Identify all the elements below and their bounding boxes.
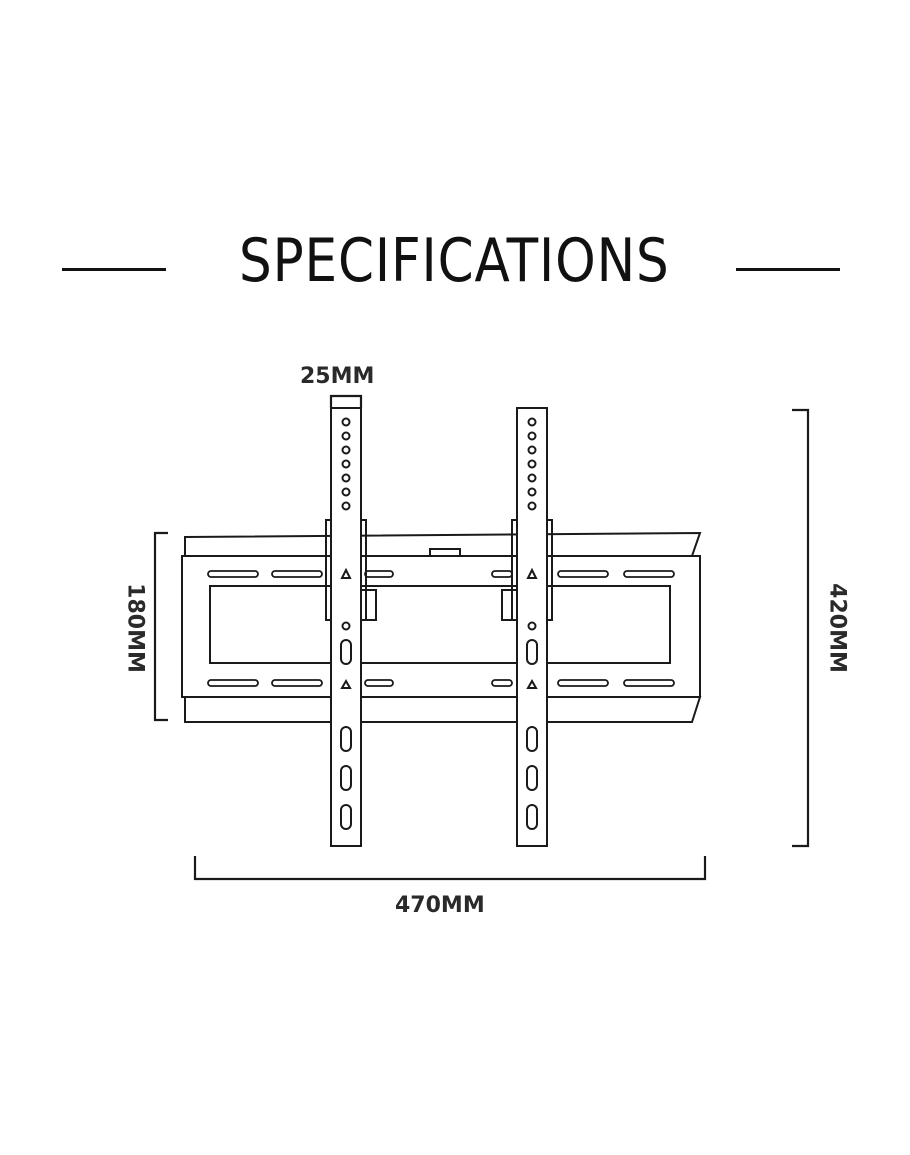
- page-title: SPECIFICATIONS: [238, 226, 670, 296]
- left-bracket-arm: [325, 407, 377, 847]
- wall-plate-slots: [207, 570, 675, 687]
- wall-plate: [181, 531, 702, 723]
- label-hole-spacing: 25MM: [300, 364, 375, 389]
- label-width: 470MM: [395, 893, 485, 918]
- dim-total-height: [792, 408, 810, 848]
- label-frame-height: 180MM: [122, 583, 148, 673]
- label-total-height: 420MM: [824, 583, 850, 673]
- level-bubble: [429, 548, 461, 557]
- dim-hole-spacing: [329, 394, 363, 408]
- dim-width: [193, 856, 707, 881]
- title-rule-right: [736, 268, 840, 271]
- dim-frame-height: [153, 531, 168, 722]
- title-rule-left: [62, 268, 166, 271]
- right-bracket-arm: [501, 407, 553, 847]
